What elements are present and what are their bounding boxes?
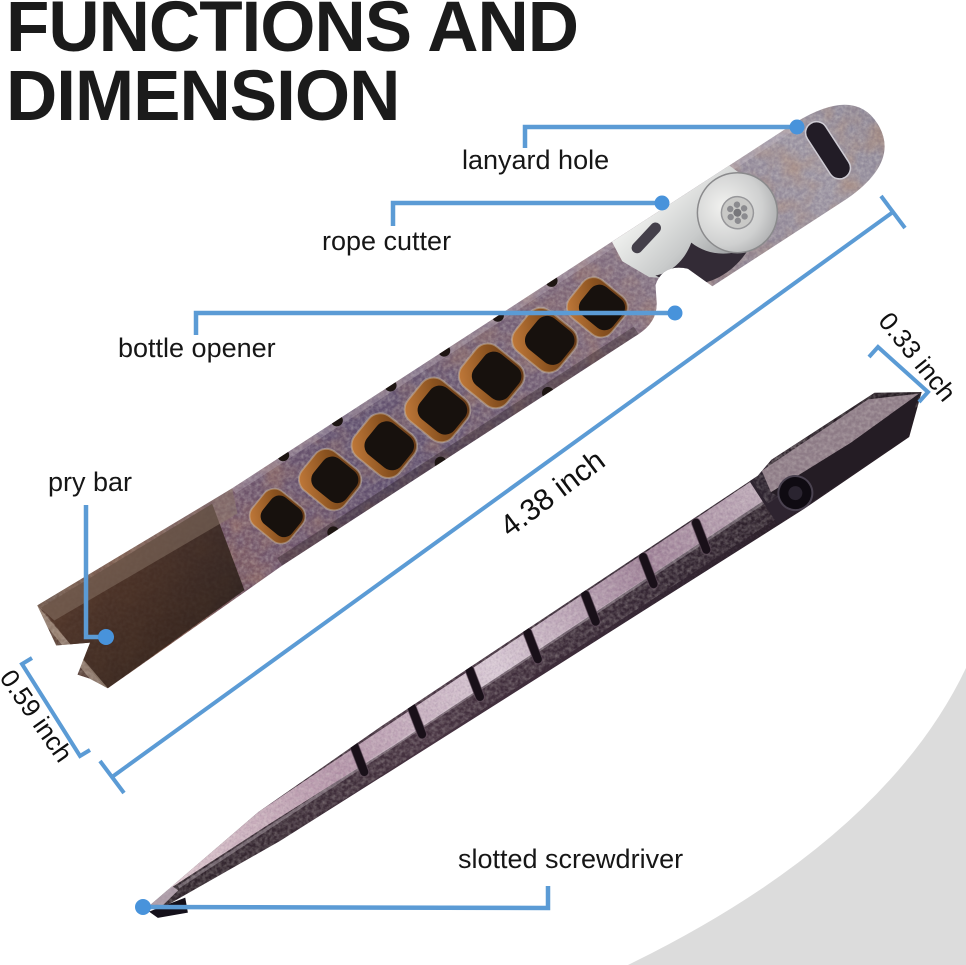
- callout-line-slotted-screwdriver: [142, 886, 551, 911]
- title-line-2: DIMENSION: [6, 57, 400, 136]
- tool-top-view-image: [32, 78, 908, 700]
- label-bottle-opener: bottle opener: [118, 333, 276, 363]
- callout-dot-rope-cutter: [654, 195, 670, 211]
- callout-line-lanyard-hole: [522, 124, 797, 148]
- tool-side-view-image: [125, 371, 941, 929]
- callout-dot-bottle-opener: [667, 305, 683, 321]
- page-title: FUNCTIONS AND DIMENSION: [6, 0, 579, 136]
- label-lanyard-hole: lanyard hole: [462, 145, 610, 175]
- dimension-bracket-pry-width: [19, 656, 92, 759]
- skeleton-cutouts: [243, 270, 635, 550]
- callout-line-rope-cutter: [390, 200, 662, 226]
- dimension-lines: [19, 194, 931, 795]
- corner-swoosh-decoration: [628, 668, 966, 965]
- pivot-screw: [696, 171, 779, 254]
- callout-dot-lanyard-hole: [789, 119, 805, 135]
- tool-head: [747, 393, 920, 524]
- label-pry-bar: pry bar: [48, 467, 133, 497]
- callout-dots: [98, 119, 805, 915]
- pry-blade-face: [41, 503, 245, 690]
- title-line-1: FUNCTIONS AND: [6, 0, 579, 67]
- callout-lines: [83, 124, 797, 911]
- label-slotted-screwdriver: slotted screwdriver: [458, 844, 684, 874]
- grip-grooves: [348, 517, 712, 777]
- label-rope-cutter: rope cutter: [322, 226, 452, 256]
- callout-line-bottle-opener: [193, 310, 675, 335]
- dimension-bracket-tip-width: [867, 344, 931, 404]
- dimension-line-length: [98, 194, 907, 795]
- lanyard-hole-slot: [804, 120, 852, 180]
- callout-dot-slotted-screwdriver: [135, 899, 151, 915]
- callout-line-pry-bar: [83, 505, 100, 640]
- callout-dot-pry-bar: [98, 629, 114, 645]
